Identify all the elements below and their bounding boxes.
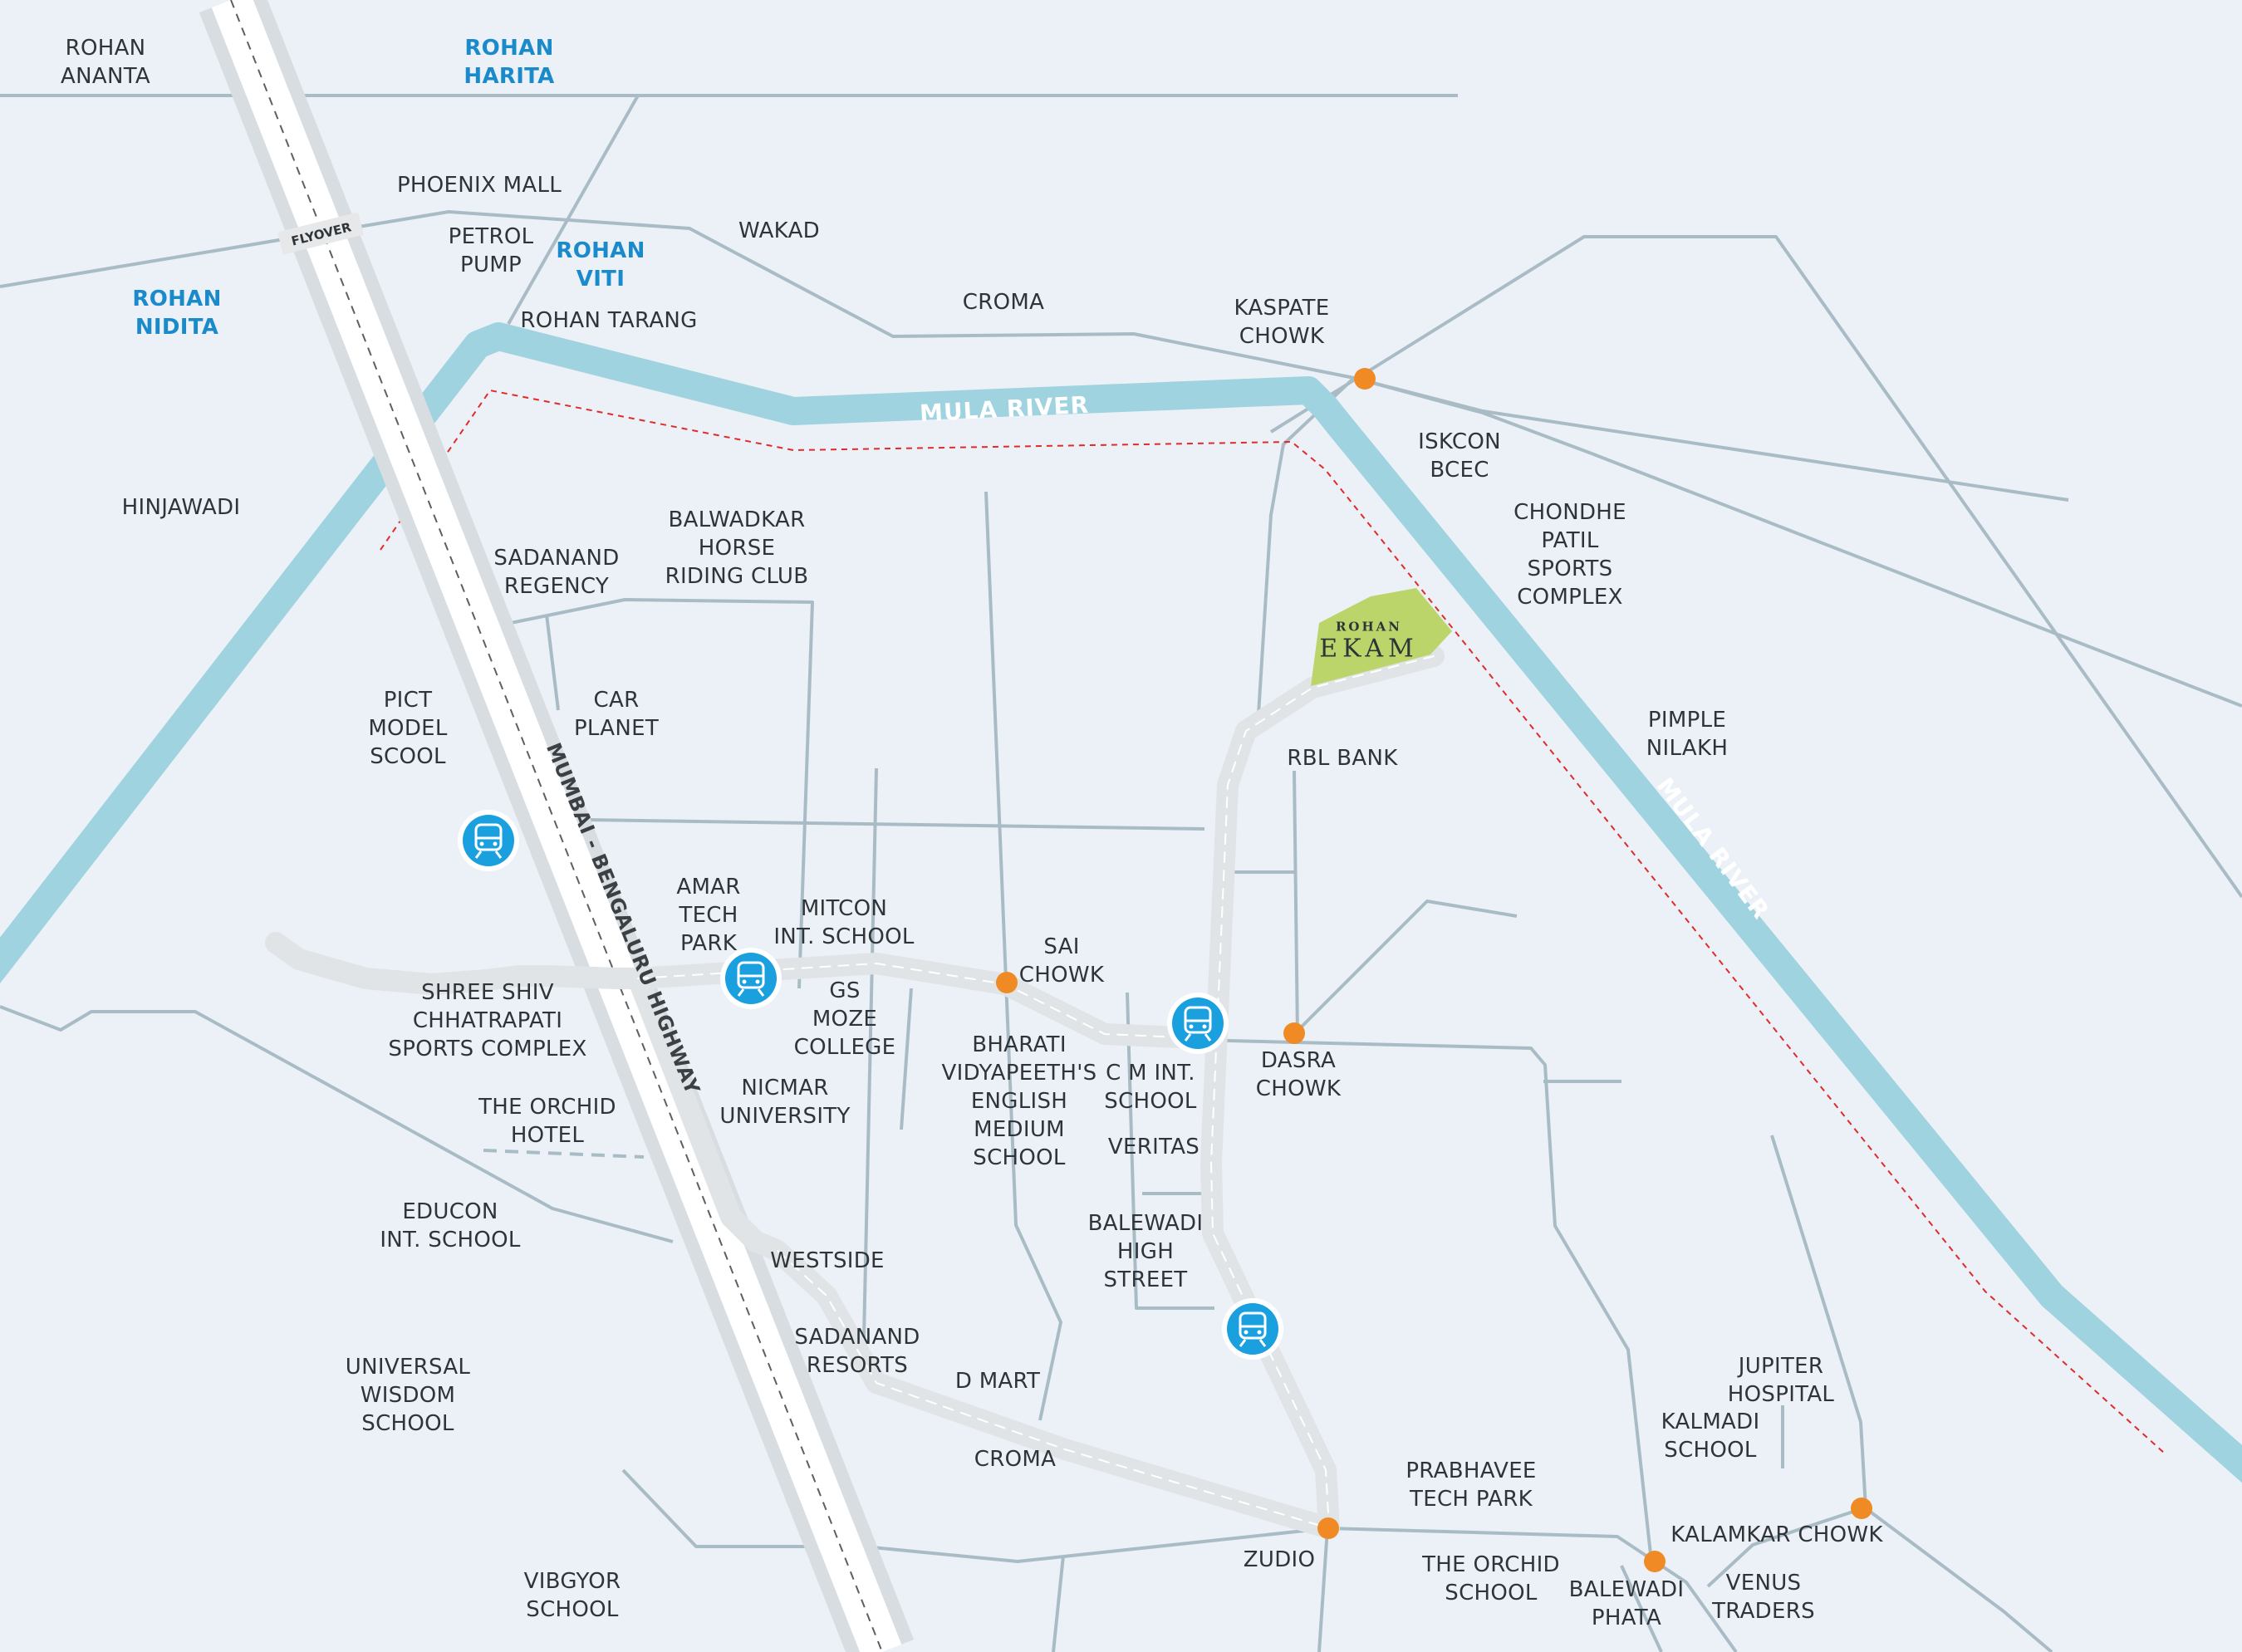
label-sadanand-regency: SADANAND REGENCY (493, 546, 620, 599)
label-chondhe-patil: CHONDHE PATIL SPORTS COMPLEX (1513, 500, 1626, 610)
metro-train-icon (456, 808, 521, 873)
highway-centerline (230, 0, 883, 1652)
label-universal: UNIVERSAL WISDOM SCHOOL (345, 1355, 471, 1436)
label-westside: WESTSIDE (770, 1248, 885, 1273)
label-iskcon-bcec: ISKCON BCEC (1418, 429, 1501, 483)
label-pict: PICT MODEL SCOOL (368, 688, 448, 769)
label-gs-moze: GS MOZE COLLEGE (793, 978, 896, 1060)
label-d-mart: D MART (954, 1369, 1041, 1394)
road (1353, 376, 2242, 708)
label-orchid-school: THE ORCHID SCHOOL (1422, 1552, 1560, 1605)
road (862, 767, 878, 1338)
label-orchid-hotel: THE ORCHID HOTEL (478, 1095, 616, 1148)
label-kalamkar-chowk: KALAMKAR CHOWK (1670, 1522, 1883, 1547)
rohan-ekam-plot (1311, 588, 1452, 686)
label-wakad: WAKAD (738, 218, 820, 243)
label-vibgyor: VIBGYOR SCHOOL (523, 1569, 621, 1622)
road (1195, 1038, 1653, 1562)
road (1293, 900, 1518, 1036)
label-croma-south: CROMA (974, 1447, 1057, 1472)
label-zudio: ZUDIO (1243, 1547, 1316, 1572)
road (510, 598, 814, 989)
mula-river-shape (0, 322, 2242, 1483)
hotel-dashed-road (483, 1149, 645, 1159)
label-jupiter: JUPITER HOSPITAL (1727, 1354, 1835, 1407)
label-mitcon: MITCON INT. SCHOOL (773, 896, 915, 949)
label-croma-north: CROMA (962, 290, 1045, 315)
label-rohan-viti: ROHAN VITI (556, 238, 645, 292)
project-boundary (380, 389, 2166, 1454)
label-sadanand-resorts: SADANAND RESORTS (794, 1325, 920, 1378)
label-balewadi-phata: BALEWADI PHATA (1568, 1577, 1685, 1630)
road (900, 988, 913, 1130)
label-amar-tech-park: AMAR TECH PARK (676, 875, 741, 956)
junction-dot-icon (1283, 1022, 1305, 1044)
road (1269, 235, 2242, 899)
road (0, 1005, 674, 1243)
label-balwadkar: BALWADKAR HORSE RIDING CLUB (665, 507, 809, 589)
river-segment (0, 322, 2242, 1483)
label-kaspate-chowk: KASPATE CHOWK (1234, 296, 1330, 349)
rohan-ekam-logo: ROHAN EKAM (1319, 620, 1418, 664)
brand-large-text: EKAM (1319, 634, 1419, 664)
label-veritas: VERITAS (1107, 1135, 1200, 1159)
highway (199, 0, 915, 1652)
road (545, 614, 560, 711)
junction-dot-icon (1851, 1498, 1872, 1519)
label-venus-traders: VENUS TRADERS (1712, 1571, 1815, 1624)
road (1052, 1555, 1065, 1652)
junction-dot-icon (1644, 1551, 1666, 1572)
label-hinjawadi: HINJAWADI (121, 495, 241, 520)
label-dasra-chowk: DASRA CHOWK (1255, 1048, 1342, 1101)
road (1126, 992, 1214, 1310)
road (1706, 1507, 1864, 1588)
label-nicmar: NICMAR UNIVERSITY (719, 1076, 851, 1129)
label-rbl-bank: RBL BANK (1287, 746, 1398, 771)
road (1293, 770, 1299, 1037)
label-rohan-nidita: ROHAN NIDITA (132, 287, 222, 340)
road (1620, 1565, 1663, 1652)
label-petrol-pump: PETROL PUMP (448, 224, 534, 277)
label-car-planet: CAR PLANET (573, 688, 660, 741)
label-phoenix-mall: PHOENIX MALL (396, 173, 562, 198)
flyover-band (277, 212, 364, 255)
junction-dot-icon (996, 972, 1018, 993)
metro-train-icon (1220, 1297, 1285, 1361)
road (984, 491, 1062, 1421)
metro-train-icon (1165, 991, 1230, 1056)
label-kalmadi: KALMADI SCHOOL (1661, 1409, 1760, 1463)
label-prabhavee: PRABHAVEE TECH PARK (1406, 1458, 1537, 1512)
label-rohan-ananta: ROHAN ANANTA (61, 36, 150, 89)
label-shree-shiv: SHREE SHIV CHHATRAPATI SPORTS COMPLEX (388, 980, 587, 1061)
label-balewadi-high-street: BALEWADI HIGH STREET (1087, 1211, 1204, 1292)
label-rohan-tarang: ROHAN TARANG (520, 308, 698, 333)
junctions (996, 368, 1872, 1572)
road (621, 1468, 1329, 1652)
label-pimple-nilakh: PIMPLE NILAKH (1646, 708, 1729, 761)
label-cm-school: C M INT. SCHOOL (1104, 1061, 1197, 1114)
label-educon: EDUCON INT. SCHOOL (380, 1199, 521, 1252)
brand-small-text: ROHAN (1335, 619, 1403, 635)
junction-dot-icon (1317, 1517, 1339, 1539)
label-bharati: BHARATI VIDYAPEETH'S ENGLISH MEDIUM SCHO… (941, 1032, 1097, 1170)
label-sai-chowk: SAI CHOWK (1018, 934, 1105, 988)
label-rohan-harita: ROHAN HARITA (464, 36, 555, 89)
junction-dot-icon (1354, 368, 1376, 390)
road (507, 95, 640, 325)
road (586, 818, 1205, 831)
